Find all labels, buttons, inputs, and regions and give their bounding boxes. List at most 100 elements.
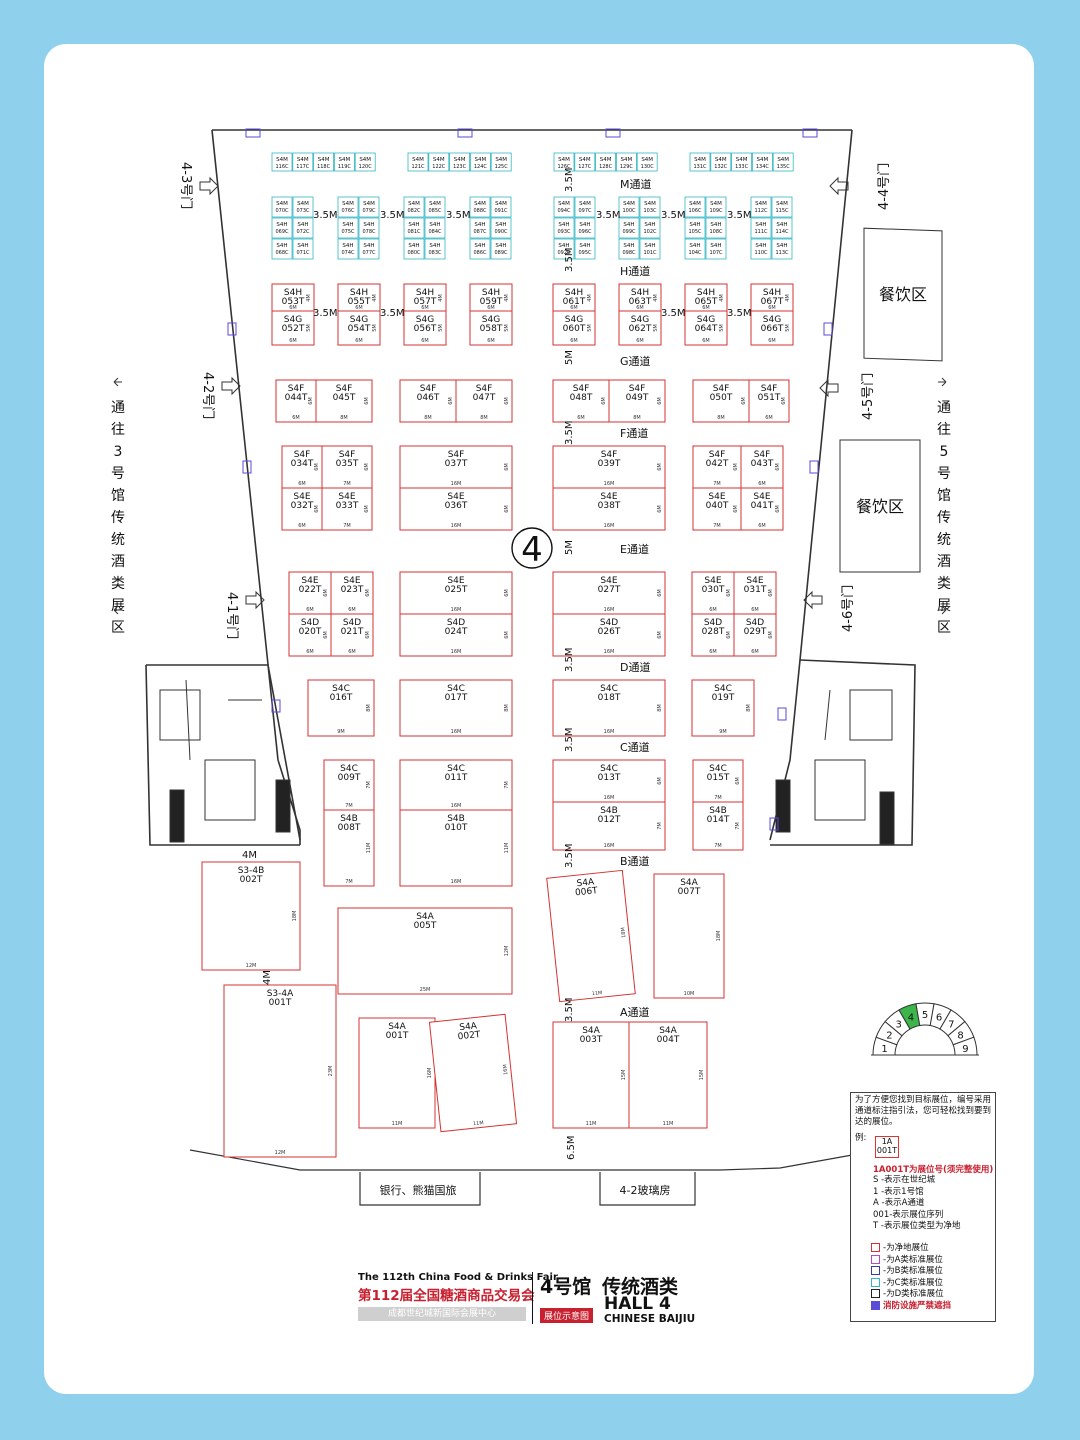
standard-booth-outline[interactable] — [574, 217, 596, 239]
booth-outline[interactable] — [552, 759, 666, 803]
booth-outline[interactable] — [201, 861, 301, 971]
booth-outline[interactable] — [552, 801, 666, 851]
booth-outline[interactable] — [750, 283, 794, 313]
standard-booth-outline[interactable] — [469, 238, 491, 260]
booth-outline[interactable] — [330, 571, 374, 615]
standard-booth-outline[interactable] — [424, 238, 446, 260]
standard-booth-outline[interactable] — [684, 217, 706, 239]
booth-outline[interactable] — [330, 613, 374, 657]
standard-booth-outline[interactable] — [337, 217, 359, 239]
standard-booth-outline[interactable] — [403, 238, 425, 260]
standard-booth-outline[interactable] — [639, 217, 661, 239]
booth-outline[interactable] — [288, 613, 332, 657]
standard-booth-outline[interactable] — [490, 217, 512, 239]
standard-booth-outline[interactable] — [772, 152, 794, 172]
standard-booth-outline[interactable] — [292, 152, 314, 172]
booth-outline[interactable] — [403, 310, 447, 346]
booth-outline[interactable] — [428, 1013, 518, 1133]
standard-booth-outline[interactable] — [271, 217, 293, 239]
standard-booth-outline[interactable] — [292, 196, 314, 218]
standard-booth-outline[interactable] — [618, 238, 640, 260]
standard-booth-outline[interactable] — [292, 217, 314, 239]
standard-booth-outline[interactable] — [469, 217, 491, 239]
standard-booth-outline[interactable] — [490, 152, 512, 172]
standard-booth-outline[interactable] — [616, 152, 637, 172]
booth-outline[interactable] — [275, 379, 317, 423]
booth-outline[interactable] — [608, 379, 666, 423]
standard-booth-outline[interactable] — [618, 217, 640, 239]
standard-booth-outline[interactable] — [271, 238, 293, 260]
booth-outline[interactable] — [399, 613, 513, 657]
booth-outline[interactable] — [691, 679, 755, 737]
standard-booth-outline[interactable] — [490, 196, 512, 218]
booth-outline[interactable] — [684, 310, 728, 346]
standard-booth-outline[interactable] — [752, 152, 773, 172]
booth-outline[interactable] — [337, 310, 381, 346]
standard-booth-outline[interactable] — [595, 152, 616, 172]
booth-outline[interactable] — [358, 1017, 436, 1129]
standard-booth-outline[interactable] — [705, 196, 727, 218]
standard-booth-outline[interactable] — [358, 196, 380, 218]
booth-outline[interactable] — [552, 487, 666, 531]
booth-outline[interactable] — [399, 679, 513, 737]
standard-booth-outline[interactable] — [574, 196, 596, 218]
standard-booth-outline[interactable] — [354, 152, 376, 172]
standard-booth-outline[interactable] — [553, 152, 575, 172]
standard-booth-outline[interactable] — [750, 238, 772, 260]
standard-booth-outline[interactable] — [636, 152, 658, 172]
booth-outline[interactable] — [618, 310, 662, 346]
standard-booth-outline[interactable] — [358, 238, 380, 260]
booth-outline[interactable] — [552, 283, 596, 313]
booth-outline[interactable] — [399, 379, 457, 423]
